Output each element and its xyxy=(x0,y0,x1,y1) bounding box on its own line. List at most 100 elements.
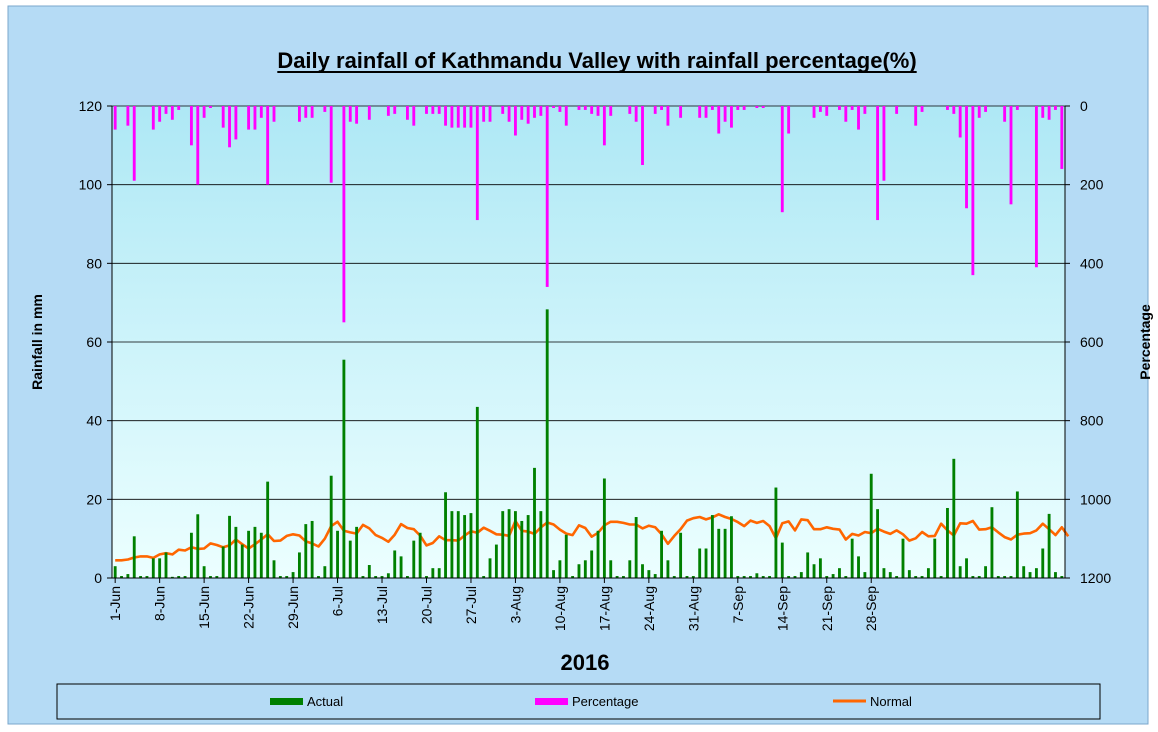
bar-percentage xyxy=(266,106,270,185)
bar-percentage xyxy=(723,106,727,122)
gridlines xyxy=(112,105,1065,500)
bar-actual xyxy=(812,564,816,578)
bar-percentage xyxy=(348,106,352,122)
bar-actual xyxy=(209,576,212,578)
bar-actual xyxy=(189,532,193,578)
bar-actual xyxy=(507,509,511,578)
x-tick-label: 27-Jul xyxy=(463,586,479,624)
bar-actual xyxy=(774,487,778,578)
bar-actual xyxy=(228,515,231,578)
x-tick-label: 21-Sep xyxy=(819,586,835,631)
bar-percentage xyxy=(583,106,587,110)
bar-percentage xyxy=(844,106,848,122)
bar-actual xyxy=(939,576,943,578)
bar-actual xyxy=(590,550,594,578)
bar-actual xyxy=(482,576,486,578)
bar-actual xyxy=(158,558,162,578)
bar-percentage xyxy=(920,106,924,112)
x-tick-label: 29-Jun xyxy=(285,586,301,629)
x-tick-label: 24-Aug xyxy=(641,586,657,631)
bar-percentage xyxy=(577,106,581,110)
y-tick-label: 0 xyxy=(94,570,102,586)
y-tick-label: 80 xyxy=(86,255,102,271)
bar-actual xyxy=(609,560,613,578)
x-tick-label: 7-Sep xyxy=(730,586,746,624)
bar-actual xyxy=(602,478,606,578)
bar-actual xyxy=(444,492,447,578)
y-tick-label: 20 xyxy=(86,491,102,507)
bar-percentage xyxy=(228,106,231,148)
bar-actual xyxy=(787,576,791,578)
bar-actual xyxy=(704,548,708,578)
bar-actual xyxy=(717,528,721,578)
bar-actual xyxy=(952,458,956,578)
bar-percentage xyxy=(660,106,663,110)
y2-tick-label: 600 xyxy=(1080,334,1104,350)
bar-percentage xyxy=(838,106,841,110)
bar-actual xyxy=(685,576,689,578)
bar-actual xyxy=(1015,491,1019,578)
bar-actual xyxy=(965,558,968,578)
bar-percentage xyxy=(450,106,454,128)
bar-percentage xyxy=(412,106,416,126)
bar-percentage xyxy=(456,106,460,128)
bar-percentage xyxy=(679,106,683,118)
bar-actual xyxy=(710,515,714,578)
bar-percentage xyxy=(952,106,956,114)
bar-percentage xyxy=(177,106,181,110)
bar-actual xyxy=(996,576,1000,578)
x-tick-label: 10-Aug xyxy=(552,586,568,631)
bar-percentage xyxy=(520,106,524,120)
bar-percentage xyxy=(444,106,447,126)
bar-actual xyxy=(844,576,848,578)
bar-actual xyxy=(583,560,587,578)
bar-actual xyxy=(818,558,822,578)
bar-percentage xyxy=(501,106,505,114)
bar-actual xyxy=(247,530,251,578)
bar-actual xyxy=(317,576,320,578)
bar-actual xyxy=(984,566,988,578)
actual-bars xyxy=(113,309,1064,578)
bar-actual xyxy=(628,560,632,578)
bar-actual xyxy=(679,532,683,578)
x-tick-label: 6-Jul xyxy=(330,586,346,616)
bar-percentage xyxy=(158,106,162,122)
bar-percentage xyxy=(590,106,594,114)
bar-actual xyxy=(825,576,829,578)
y-axis-label: Rainfall in mm xyxy=(29,294,45,390)
bar-actual xyxy=(425,576,428,578)
bar-actual xyxy=(285,576,289,578)
bar-percentage xyxy=(425,106,428,114)
bar-actual xyxy=(977,576,981,578)
x-tick-label: 17-Aug xyxy=(596,586,612,631)
bar-actual xyxy=(971,576,975,578)
bar-actual xyxy=(1009,576,1013,578)
bar-actual xyxy=(857,556,860,578)
normal-line-layer xyxy=(115,512,1070,562)
bar-percentage xyxy=(1047,106,1051,120)
bar-actual xyxy=(259,532,263,578)
bar-actual xyxy=(450,511,454,578)
bar-percentage xyxy=(984,106,988,112)
bar-percentage xyxy=(628,106,632,114)
bar-percentage xyxy=(971,106,975,276)
bar-actual xyxy=(876,509,880,578)
bar-actual xyxy=(437,568,441,578)
bar-actual xyxy=(1003,576,1007,578)
bar-percentage xyxy=(812,106,816,118)
legend-label-actual: Actual xyxy=(307,694,343,709)
bar-percentage xyxy=(730,106,733,128)
line-normal xyxy=(115,512,1070,562)
bar-percentage xyxy=(507,106,511,122)
bar-actual xyxy=(406,576,409,578)
x-tick-label: 3-Aug xyxy=(507,586,523,623)
x-tick-label: 28-Sep xyxy=(863,586,879,631)
bar-actual xyxy=(723,528,727,578)
bar-actual xyxy=(698,548,702,578)
bar-actual xyxy=(310,520,314,578)
bar-percentage xyxy=(1009,106,1013,205)
legend-swatch-actual xyxy=(270,698,303,705)
bar-actual xyxy=(850,538,854,578)
